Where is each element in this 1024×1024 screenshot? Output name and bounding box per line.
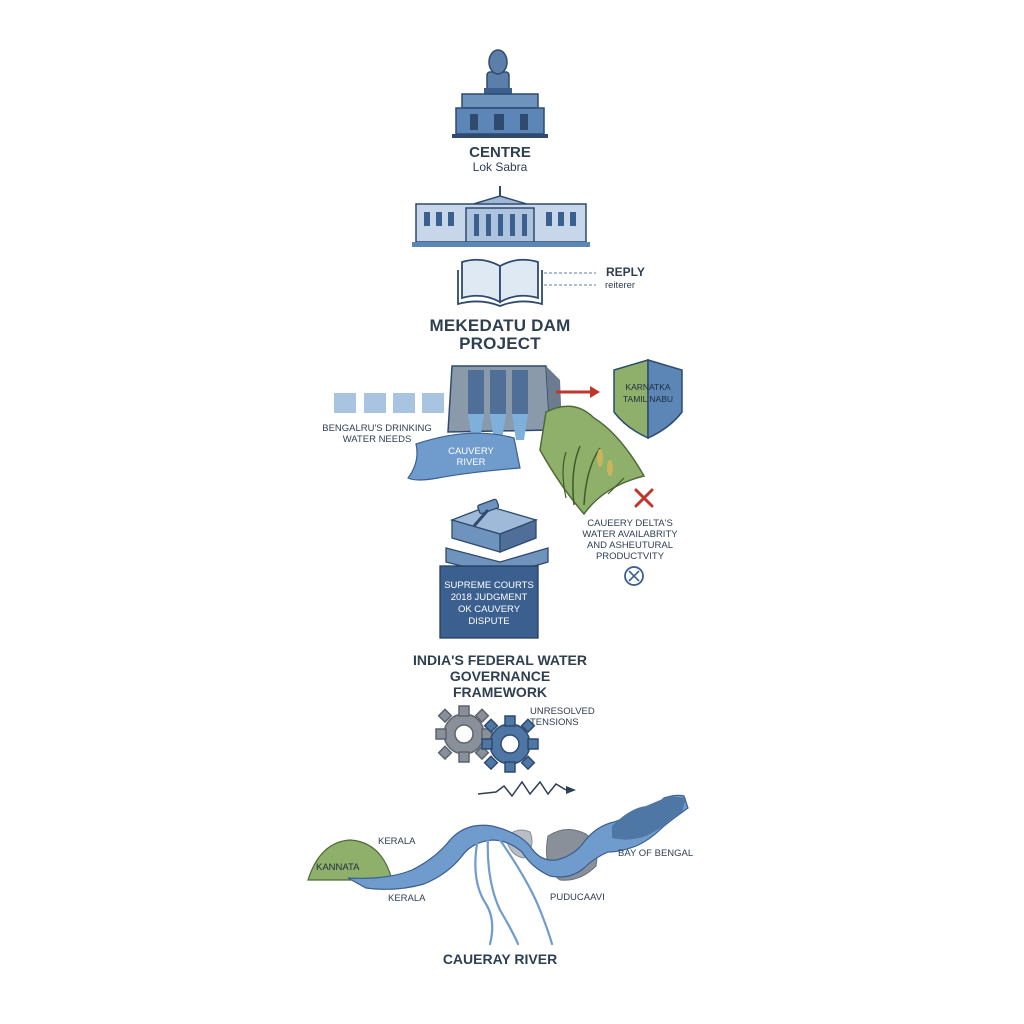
map-label-karnataka: KANNATA xyxy=(316,862,360,873)
water-tiles xyxy=(334,393,444,413)
circle-x-icon xyxy=(624,566,644,586)
delta-label-line2: WATER AVAILABRITY xyxy=(582,529,678,540)
supreme-court-block-icon xyxy=(439,498,549,639)
open-book-icon xyxy=(457,258,543,307)
zigzag-arrow-icon xyxy=(477,780,576,798)
centre-subtitle: Lok Sabra xyxy=(472,160,528,174)
karnataka-region xyxy=(307,839,393,881)
river-band-label-line2: RIVER xyxy=(456,457,486,468)
map-label-bay: BAY OF BENGAL xyxy=(618,848,694,859)
centre-title: CENTRE xyxy=(469,144,531,161)
court-label-line3: OK CAUVERY xyxy=(457,604,521,615)
tributary-2 xyxy=(474,836,494,946)
delta-label-line3: AND ASHEUTURAL xyxy=(586,540,674,551)
project-title-line2: PROJECT xyxy=(459,334,541,353)
bengaluru-label-line2: WATER NEEDS xyxy=(342,434,412,445)
dam-icon xyxy=(447,365,562,440)
delta-label-line1: CAUEERY DELTA'S xyxy=(587,518,673,529)
framework-title-line2: GOVERNANCE xyxy=(449,668,551,684)
paddy-field-icon xyxy=(539,405,646,516)
gears-icon xyxy=(435,705,539,773)
court-label-line1: SUPREME COURTS xyxy=(444,580,534,591)
shield-label-line2: TAMIL NABU xyxy=(622,394,674,404)
tensions-label-line2: TENSIONS xyxy=(530,717,579,728)
river-band-label-line1: CAUVERY xyxy=(448,446,494,457)
framework-title-line3: FRAMEWORK xyxy=(452,684,548,700)
lok-sabha-building-icon xyxy=(412,186,590,247)
shield-icon xyxy=(613,358,683,440)
reply-sublabel: reiterer xyxy=(605,280,636,291)
framework-title-line1: INDIA'S FEDERAL WATER xyxy=(413,652,587,668)
project-title-line1: MEKEDATU DAM xyxy=(429,316,571,335)
court-label-line4: DISPUTE xyxy=(468,616,510,627)
bengaluru-label-line1: BENGALRU'S DRINKING xyxy=(322,423,432,434)
map-label-kerala-bottom: KERALA xyxy=(388,893,426,904)
tributary-1 xyxy=(486,834,520,946)
court-label-line2: 2018 JUDGMENT xyxy=(450,592,528,603)
cauvery-river-band xyxy=(407,432,521,481)
cauvery-river-map xyxy=(307,794,689,946)
map-label-puducherry: PUDUCAAVI xyxy=(550,892,605,903)
parliament-building-icon xyxy=(452,93,548,138)
bay-water xyxy=(612,796,686,840)
map-label-kerala-top: KERALA xyxy=(378,836,416,847)
reply-label: REPLY xyxy=(606,265,645,279)
map-title: CAUERAY RIVER xyxy=(442,951,558,967)
tributary-3 xyxy=(498,838,554,946)
national-emblem-icon xyxy=(484,49,512,94)
reply-connector-lines xyxy=(544,272,596,286)
tensions-label-line1: UNRESOLVED xyxy=(530,706,595,717)
delta-label-line4: PRODUCTVITY xyxy=(595,551,665,562)
shield-label-line1: KARNATKA xyxy=(625,382,671,392)
red-cross-icon xyxy=(634,488,654,508)
red-arrow-icon xyxy=(556,386,600,398)
